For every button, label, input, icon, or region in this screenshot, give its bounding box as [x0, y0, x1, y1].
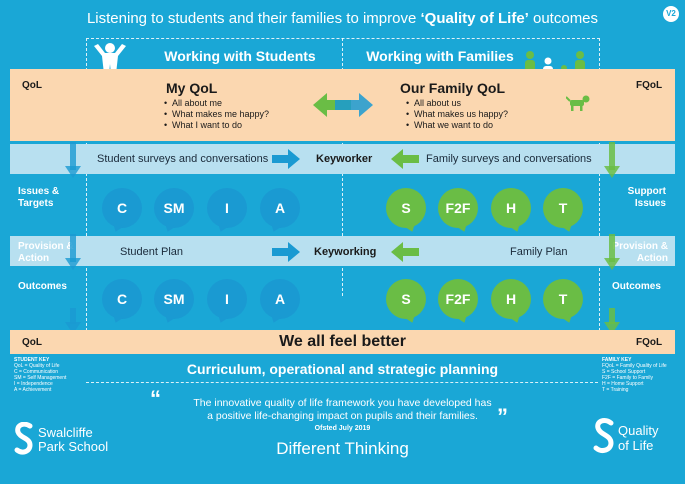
- family-key-entry: H = Home Support: [602, 381, 644, 387]
- feel-better-band: [10, 330, 675, 354]
- right-arrow-icon: [272, 242, 300, 262]
- family-outcome-f2f: F2F: [438, 279, 478, 325]
- family-surveys-text: Family surveys and conversations: [426, 153, 592, 165]
- family-bubble-t: T: [543, 188, 583, 234]
- keyworker-label: Keyworker: [316, 153, 373, 165]
- my-qol-item: What makes me happy?: [164, 109, 269, 120]
- logo-right-line-1: Quality: [618, 423, 659, 438]
- student-person-icon: [94, 43, 126, 74]
- student-bubble-sm: SM: [154, 188, 194, 234]
- student-key-title: STUDENT KEY: [14, 357, 50, 363]
- student-bubble-c: C: [102, 188, 142, 234]
- family-outcome-s: S: [386, 279, 426, 325]
- issues-targets-label: Issues & Targets: [18, 186, 60, 209]
- open-quote-icon: “: [150, 386, 161, 411]
- student-outcome-i: I: [207, 279, 247, 325]
- quote-line-2: a positive life-changing impact on pupil…: [207, 410, 478, 422]
- my-qol-item: What I want to do: [164, 120, 269, 131]
- quote-source: Ofsted July 2019: [314, 425, 371, 432]
- student-key-entry: SM = Self Management: [14, 375, 67, 381]
- family-key-entry: F2F = Family to Family: [602, 375, 653, 381]
- qol-row-label-right: FQoL: [636, 80, 663, 91]
- provision-action-label-right: Provision & Action: [612, 241, 668, 264]
- working-with-students-heading: Working with Students: [164, 48, 316, 64]
- family-plan-text: Family Plan: [510, 246, 568, 258]
- family-key-entry: S = School Support: [602, 369, 646, 375]
- family-qol-list: All about us What makes us happy? What w…: [404, 98, 508, 131]
- version-badge: V2: [663, 6, 679, 22]
- left-arrow-icon: [391, 242, 419, 262]
- right-flow-arrow: [604, 142, 620, 334]
- family-key-entry: T = Training: [602, 387, 629, 393]
- outcomes-label-left: Outcomes: [18, 281, 67, 292]
- ofsted-quote: The innovative quality of life framework…: [160, 397, 525, 434]
- quality-of-life-logo-icon: [593, 418, 614, 453]
- family-qol-item: What makes us happy?: [406, 109, 508, 120]
- logo-left-line-1: Swalcliffe: [38, 425, 93, 440]
- student-key-entry: C = Communication: [14, 369, 59, 375]
- keyworking-label: Keyworking: [314, 246, 377, 258]
- family-bubble-f2f: F2F: [438, 188, 478, 234]
- student-plan-text: Student Plan: [120, 246, 183, 258]
- family-bubble-s: S: [386, 188, 426, 234]
- support-issues-label: Support Issues: [627, 186, 666, 209]
- page-title: Listening to students and their families…: [86, 10, 599, 27]
- plans-band: [10, 236, 675, 266]
- family-qol-item: What we want to do: [406, 120, 508, 131]
- working-with-families-heading: Working with Families: [366, 48, 514, 64]
- family-bubble-h: H: [491, 188, 531, 234]
- surveys-band: [10, 144, 675, 174]
- quality-of-life-logo-text: Quality of Life: [618, 423, 658, 453]
- family-qol-title: Our Family QoL: [400, 80, 506, 96]
- my-qol-list: All about me What makes me happy? What I…: [162, 98, 269, 131]
- student-outcome-a: A: [260, 279, 300, 325]
- student-key-entry: I = Independence: [14, 381, 53, 387]
- family-key-entry: FQoL = Family Quality of Life: [602, 363, 667, 369]
- swalcliffe-logo-text: Swalcliffe Park School: [38, 426, 108, 454]
- planning-heading: Curriculum, operational and strategic pl…: [186, 361, 499, 377]
- planning-underline: [86, 382, 598, 383]
- dog-icon: [566, 95, 590, 111]
- student-bubble-i: I: [207, 188, 247, 234]
- my-qol-item: All about me: [164, 98, 269, 109]
- student-surveys-text: Student surveys and conversations: [97, 153, 269, 165]
- family-qol-item: All about us: [406, 98, 508, 109]
- logo-right-line-2: of Life: [618, 438, 654, 453]
- student-bubble-a: A: [260, 188, 300, 234]
- bottom-qol-label-left: QoL: [22, 337, 42, 348]
- family-key-title: FAMILY KEY: [602, 357, 632, 363]
- family-outcome-t: T: [543, 279, 583, 325]
- left-flow-arrow: [65, 142, 81, 334]
- different-thinking-tagline: Different Thinking: [276, 439, 409, 458]
- swalcliffe-logo-icon: [14, 422, 33, 455]
- double-arrow-icon: [313, 93, 373, 117]
- logo-left-line-2: Park School: [38, 439, 109, 454]
- student-outcome-c: C: [102, 279, 142, 325]
- qol-row-label-left: QoL: [22, 80, 42, 91]
- quote-line-1: The innovative quality of life framework…: [193, 397, 492, 409]
- right-arrow-icon: [272, 149, 300, 169]
- family-key: FAMILY KEY FQoL = Family Quality of Life…: [602, 357, 678, 393]
- we-all-feel-better: We all feel better: [279, 333, 406, 350]
- my-qol-title: My QoL: [166, 80, 218, 96]
- bottom-qol-label-right: FQoL: [636, 337, 663, 348]
- student-key-entry: A = Achievement: [14, 387, 52, 393]
- student-key-entry: QoL = Quality of Life: [14, 363, 60, 369]
- student-outcome-sm: SM: [154, 279, 194, 325]
- provision-action-label-left: Provision & Action: [18, 241, 74, 264]
- left-arrow-icon: [391, 149, 419, 169]
- family-outcome-h: H: [491, 279, 531, 325]
- close-quote-icon: ”: [497, 404, 508, 429]
- outcomes-label-right: Outcomes: [612, 281, 661, 292]
- student-key: STUDENT KEY QoL = Quality of Life C = Co…: [14, 357, 88, 393]
